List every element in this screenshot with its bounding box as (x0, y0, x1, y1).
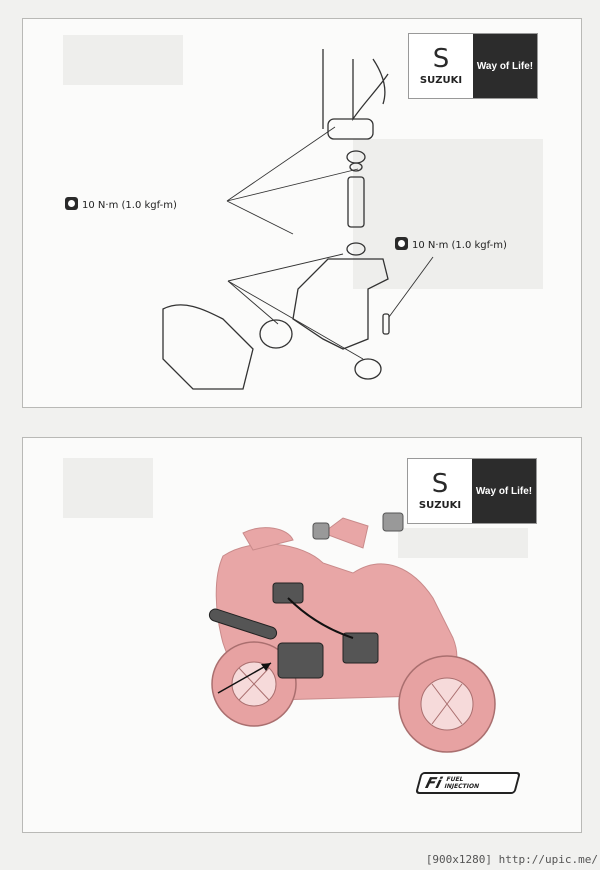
fi-label-line2: INJECTION (443, 783, 480, 790)
suzuki-s-icon: S (432, 44, 450, 74)
torque-callout-left: 10 N·m (1.0 kgf-m) (65, 197, 177, 211)
image-watermark: [900x1280] http://upic.me/ (425, 853, 598, 866)
suzuki-logo: S SUZUKI (409, 34, 473, 98)
slide-fuel-delivery: S SUZUKI Way of Life! Fi FUEL INJECTION (22, 437, 582, 833)
motorcycle-illustration (208, 512, 496, 753)
brand-slogan: Way of Life! (472, 459, 536, 523)
background-ghost (63, 35, 183, 85)
torque-value: 10 (82, 200, 95, 211)
suzuki-logo: S SUZUKI (408, 459, 472, 523)
suzuki-brand-block: S SUZUKI Way of Life! (408, 33, 538, 99)
brand-slogan: Way of Life! (473, 34, 537, 98)
background-ghost (398, 528, 528, 558)
fuel-injection-badge: Fi FUEL INJECTION (415, 772, 521, 794)
fi-logo: Fi (423, 774, 444, 792)
brand-name: SUZUKI (418, 500, 462, 511)
fi-label: FUEL INJECTION (444, 776, 482, 790)
fi-label-line1: FUEL (445, 776, 465, 783)
torque-unit: N·m (1.0 kgf-m) (97, 200, 177, 211)
suzuki-s-icon: S (431, 469, 449, 499)
brand-name: SUZUKI (419, 75, 463, 86)
torque-unit: N·m (1.0 kgf-m) (427, 240, 507, 251)
background-ghost (63, 458, 153, 518)
torque-wrench-icon (395, 237, 408, 250)
slide-fuel-injector: S SUZUKI Way of Life! 10 N·m (1.0 kgf-m)… (22, 18, 582, 408)
suzuki-brand-block: S SUZUKI Way of Life! (407, 458, 537, 524)
torque-wrench-icon (65, 197, 78, 210)
torque-value: 10 (412, 240, 425, 251)
torque-callout-right: 10 N·m (1.0 kgf-m) (395, 237, 507, 251)
injector-diagram (162, 49, 434, 390)
